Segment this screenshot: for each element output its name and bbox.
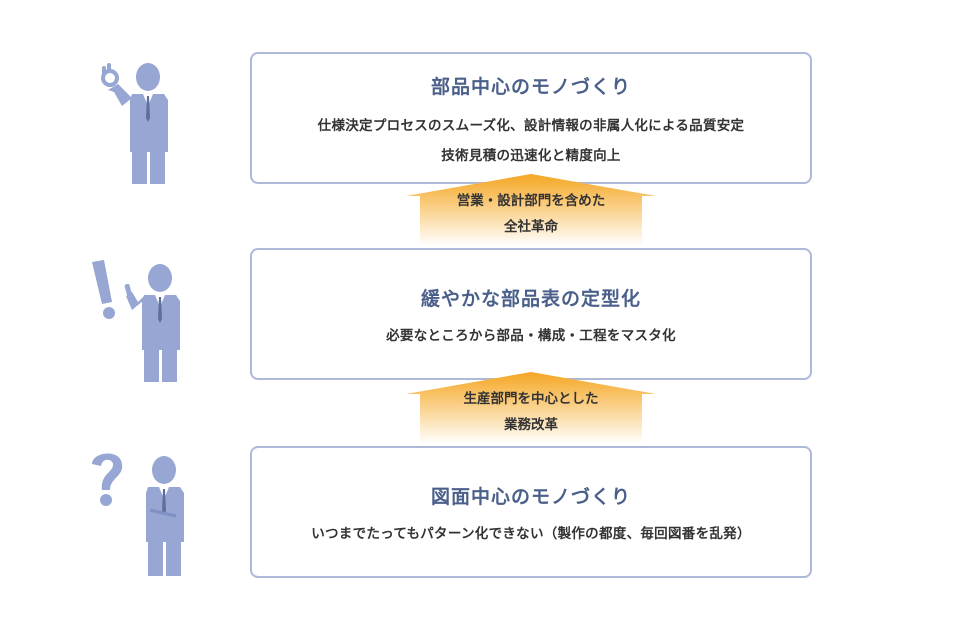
upward-arrow: 生産部門を中心とした 業務改革 [406,372,656,444]
stage-title: 緩やかな部品表の定型化 [420,288,641,310]
businessman-exclamation-icon [88,256,188,386]
arrow-label: 営業・設計部門を含めた [456,193,606,209]
arrow-label: 全社革命 [504,219,558,235]
stage-description: 必要なところから部品・構成・工程をマスタ化 [386,328,676,344]
stage-box-drawing-centric: 図面中心のモノづくり いつまでたってもパターン化できない（製作の都度、毎回図番を… [250,446,812,578]
stage-title: 図面中心のモノづくり [430,486,631,508]
stage-description: 技術見積の迅速化と精度向上 [441,148,621,164]
stage-box-parts-centric: 部品中心のモノづくり 仕様決定プロセスのスムーズ化、設計情報の非属人化による品質… [250,52,812,184]
stage-box-bom-standardization: 緩やかな部品表の定型化 必要なところから部品・構成・工程をマスタ化 [250,248,812,380]
arrow-label: 業務改革 [504,417,558,433]
arrow-label: 生産部門を中心とした [463,391,599,407]
stage-description: いつまでたってもパターン化できない（製作の都度、毎回図番を乱発） [311,526,751,542]
businessman-ok-sign-icon [92,60,182,188]
businessman-question-icon [86,450,196,580]
upward-arrow: 営業・設計部門を含めた 全社革命 [406,174,656,246]
stage-description: 仕様決定プロセスのスムーズ化、設計情報の非属人化による品質安定 [317,118,745,134]
stage-title: 部品中心のモノづくり [430,76,631,98]
